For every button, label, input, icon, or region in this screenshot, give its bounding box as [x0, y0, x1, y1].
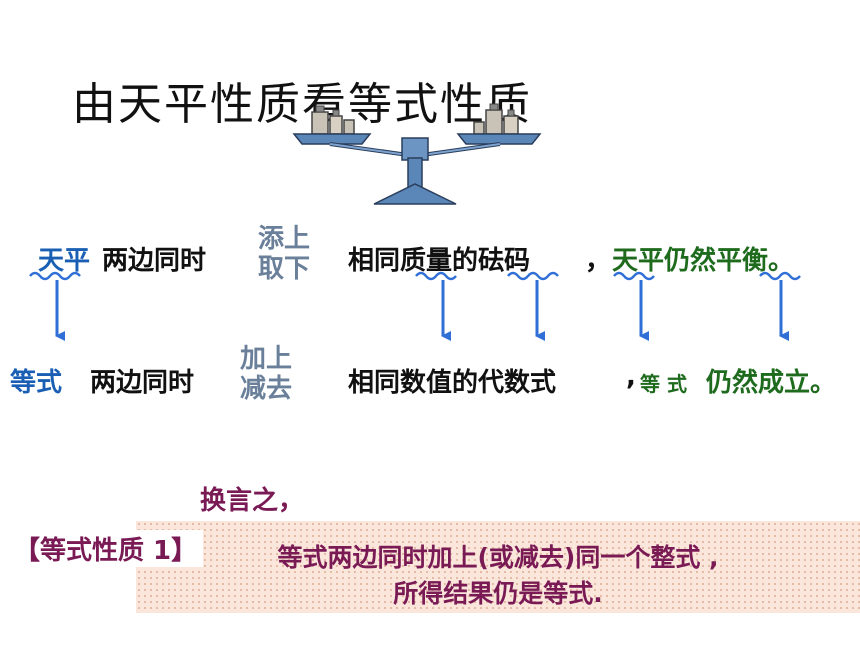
balance-action-top: 添上	[258, 224, 311, 254]
equation-result: 仍然成立。	[706, 368, 837, 398]
property-label: 【等式性质 1】	[14, 530, 204, 567]
equation-comma: ,	[626, 362, 636, 392]
balance-subject: 天平	[38, 246, 91, 276]
balance-comma: ，	[585, 246, 612, 276]
balance-action-bottom: 取下	[258, 254, 311, 284]
equation-action: 加上 减去	[240, 344, 292, 404]
property-line-1: 等式两边同时加上(或减去)同一个整式 ,	[277, 543, 719, 572]
balance-result: 天平仍然平衡。	[612, 246, 795, 276]
equation-subject: 等式	[10, 368, 63, 398]
balance-scale-icon	[292, 103, 542, 205]
equation-action-bottom: 减去	[240, 374, 293, 404]
equation-phrase: 两边同时	[90, 368, 195, 398]
balance-object: 相同质量的砝码	[348, 246, 531, 276]
balance-action: 添上 取下	[258, 224, 310, 284]
page-title: 由天平性质看等式性质	[72, 79, 532, 130]
property-box	[136, 521, 860, 613]
wavy-underline-icon	[613, 271, 655, 281]
wavy-underline-icon	[759, 271, 801, 281]
wavy-underline-icon	[507, 271, 559, 281]
in-other-words: 换言之，	[200, 486, 305, 516]
row-connectors	[29, 271, 801, 341]
equation-object: 相同数值的代数式	[348, 368, 557, 398]
property-line-2: 所得结果仍是等式.	[393, 579, 603, 608]
balance-phrase: 两边同时	[102, 246, 207, 276]
wavy-underline-icon	[415, 271, 457, 281]
wavy-underline-icon	[29, 271, 81, 281]
equation-action-top: 加上	[240, 344, 293, 374]
equation-result-small: 等 式	[640, 372, 687, 396]
